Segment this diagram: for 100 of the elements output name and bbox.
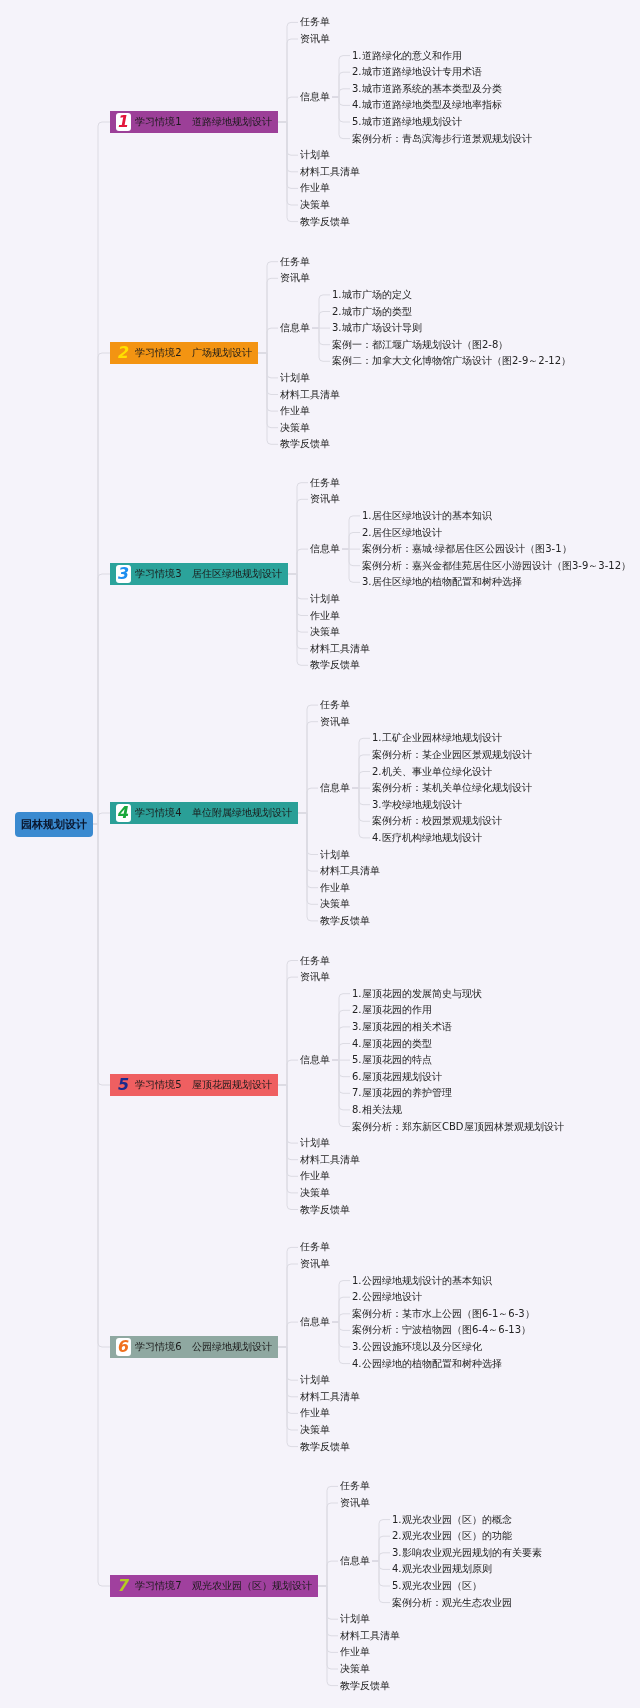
branch-label: 决策单 xyxy=(278,421,312,434)
branch-label: 决策单 xyxy=(298,199,332,211)
branch-label: 信息单 xyxy=(318,782,352,795)
branch-label: 作业单 xyxy=(298,182,332,195)
branch-label: 教学反馈单 xyxy=(298,1203,352,1216)
branch-label: 资讯单 xyxy=(298,1258,332,1270)
branch-label: 材料工具清单 xyxy=(298,1153,362,1166)
branch-label: 信息单 xyxy=(338,1555,372,1568)
branch-label: 教学反馈单 xyxy=(298,215,352,228)
branch-label: 资讯单 xyxy=(278,272,312,285)
branch-label: 计划单 xyxy=(308,592,342,605)
branch-label: 决策单 xyxy=(318,898,352,911)
topic-box xyxy=(110,342,258,364)
branch-label: 决策单 xyxy=(308,626,342,639)
branch-label: 信息单 xyxy=(308,543,342,556)
subtopic-label: 1.道路绿化的意义和作用 xyxy=(350,49,464,62)
branch-label: 作业单 xyxy=(308,609,342,622)
subtopic-label: 4.屋顶花园的类型 xyxy=(350,1037,434,1050)
branch-label: 计划单 xyxy=(338,1613,372,1626)
topic-box xyxy=(110,1074,278,1096)
branch-label: 计划单 xyxy=(318,848,352,861)
subtopic-label: 案例分析：校园景观规划设计 xyxy=(370,815,504,828)
branch-label: 材料工具清单 xyxy=(278,388,342,401)
branch-label: 任务单 xyxy=(338,1480,372,1493)
subtopic-label: 1.工矿企业园林绿地规划设计 xyxy=(370,732,504,745)
branch-label: 任务单 xyxy=(298,1241,332,1254)
subtopic-label: 2.屋顶花园的作用 xyxy=(350,1004,434,1017)
branch-label: 教学反馈单 xyxy=(298,1440,352,1453)
subtopic-label: 4.观光农业园规划原则 xyxy=(390,1563,494,1576)
branch-label: 材料工具清单 xyxy=(338,1629,402,1642)
branch-label: 决策单 xyxy=(338,1663,372,1675)
subtopic-label: 1.公园绿地规划设计的基本知识 xyxy=(350,1274,494,1287)
topic-title: 学习情境4 单位附属绿地规划设计 xyxy=(135,806,292,820)
topic-number: 1 xyxy=(116,113,132,131)
topic-box xyxy=(110,111,278,133)
branch-label: 信息单 xyxy=(278,322,312,335)
branch-label: 资讯单 xyxy=(308,493,342,506)
branch-label: 任务单 xyxy=(278,255,312,268)
topic-title: 学习情境1 道路绿地规划设计 xyxy=(135,115,272,129)
branch-label: 作业单 xyxy=(338,1646,372,1659)
branch-label: 资讯单 xyxy=(298,971,332,984)
subtopic-label: 3.居住区绿地的植物配置和树种选择 xyxy=(360,576,524,589)
branch-label: 资讯单 xyxy=(318,715,352,728)
branch-label: 作业单 xyxy=(298,1407,332,1420)
branch-label: 任务单 xyxy=(318,699,352,712)
subtopic-label: 2.城市广场的类型 xyxy=(330,305,414,318)
subtopic-label: 1.屋顶花园的发展简史与现状 xyxy=(350,987,484,1000)
subtopic-label: 3.学校绿地规划设计 xyxy=(370,798,464,811)
branch-label: 材料工具清单 xyxy=(318,865,382,878)
subtopic-label: 案例分析：嘉兴金都佳苑居住区小游园设计（图3-9～3-12） xyxy=(360,559,634,572)
topic-number: 3 xyxy=(116,565,132,583)
topic-number: 7 xyxy=(117,1577,131,1595)
topic-box xyxy=(110,1575,318,1597)
subtopic-label: 2.机关、事业单位绿化设计 xyxy=(370,765,494,778)
subtopic-label: 4.城市道路绿地类型及绿地率指标 xyxy=(350,99,504,112)
subtopic-label: 6.屋顶花园规划设计 xyxy=(350,1070,444,1083)
branch-label: 任务单 xyxy=(298,16,332,29)
topic-number: 4 xyxy=(116,804,132,822)
branch-label: 计划单 xyxy=(278,371,312,384)
subtopic-label: 案例分析：某企业园区景观规划设计 xyxy=(370,748,534,761)
branch-label: 作业单 xyxy=(298,1170,332,1183)
branch-label: 信息单 xyxy=(298,1054,332,1067)
branch-label: 教学反馈单 xyxy=(338,1679,392,1692)
branch-label: 计划单 xyxy=(298,149,332,162)
subtopic-label: 3.公园设施环境以及分区绿化 xyxy=(350,1341,484,1353)
subtopic-label: 案例分析：嘉城·绿都居住区公园设计（图3-1） xyxy=(360,543,574,556)
branch-label: 信息单 xyxy=(298,1316,332,1329)
branch-label: 决策单 xyxy=(298,1424,332,1436)
branch-label: 决策单 xyxy=(298,1186,332,1199)
topic-title: 学习情境2 广场规划设计 xyxy=(135,346,252,360)
branch-label: 计划单 xyxy=(298,1137,332,1150)
subtopic-label: 5.观光农业园（区） xyxy=(390,1580,484,1592)
subtopic-label: 3.影响农业观光园规划的有关要素 xyxy=(390,1546,544,1559)
subtopic-label: 4.公园绿地的植物配置和树种选择 xyxy=(350,1357,504,1370)
subtopic-label: 案例分析：观光生态农业园 xyxy=(390,1596,514,1609)
subtopic-label: 案例分析：宁波植物园（图6-4～6-13） xyxy=(350,1324,534,1337)
branch-label: 作业单 xyxy=(278,405,312,418)
subtopic-label: 5.屋顶花园的特点 xyxy=(350,1054,434,1067)
branch-label: 资讯单 xyxy=(298,33,332,45)
subtopic-label: 案例分析：某机关单位绿化规划设计 xyxy=(370,782,534,795)
branch-label: 材料工具清单 xyxy=(298,165,362,178)
branch-label: 教学反馈单 xyxy=(278,438,332,451)
subtopic-label: 2.居住区绿地设计 xyxy=(360,526,444,539)
subtopic-label: 8.相关法规 xyxy=(350,1103,404,1116)
subtopic-label: 1.城市广场的定义 xyxy=(330,288,414,301)
subtopic-label: 1.观光农业园（区）的概念 xyxy=(390,1513,514,1526)
topic-number: 5 xyxy=(117,1076,131,1094)
topic-title: 学习情境7 观光农业园（区）规划设计 xyxy=(135,1579,312,1593)
branch-label: 计划单 xyxy=(298,1374,332,1387)
subtopic-label: 案例二：加拿大文化博物馆广场设计（图2-9～2-12） xyxy=(330,355,574,368)
subtopic-label: 7.屋顶花园的养护管理 xyxy=(350,1087,454,1100)
topic-box xyxy=(110,802,298,824)
subtopic-label: 4.医疗机构绿地规划设计 xyxy=(370,831,484,844)
topic-box xyxy=(110,1336,278,1358)
subtopic-label: 5.城市道路绿地规划设计 xyxy=(350,116,464,128)
subtopic-label: 2.城市道路绿地设计专用术语 xyxy=(350,66,484,79)
topic-number: 6 xyxy=(116,1338,132,1356)
branch-label: 教学反馈单 xyxy=(318,914,372,927)
branch-label: 作业单 xyxy=(318,881,352,894)
branch-label: 任务单 xyxy=(308,476,342,489)
